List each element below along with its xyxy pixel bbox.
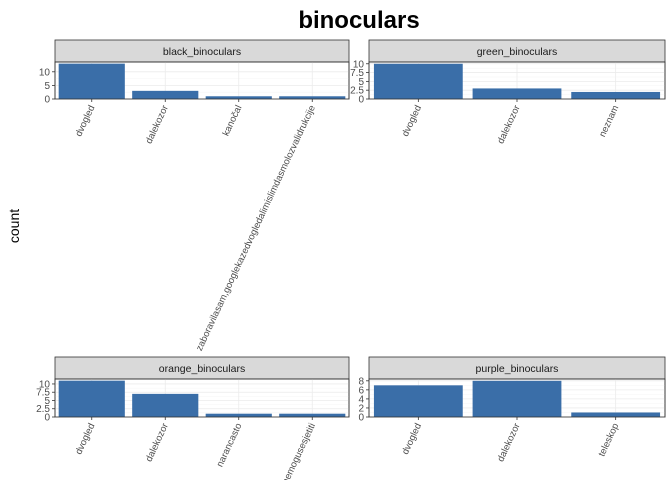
bar-orange-binoculars-dalekozor bbox=[132, 393, 199, 417]
y-tick-label: 5 bbox=[44, 81, 50, 92]
y-tick-label: 5 bbox=[358, 77, 364, 88]
x-tick-label: kanočal bbox=[221, 104, 245, 138]
panel-border bbox=[54, 378, 350, 418]
y-tick-label: 0 bbox=[358, 413, 364, 424]
panel-border bbox=[54, 61, 350, 100]
y-tick-label: 0 bbox=[44, 413, 50, 424]
bar-black-binoculars-dalekozor bbox=[132, 90, 199, 99]
bar-orange-binoculars-narancasto bbox=[205, 413, 272, 417]
bar-black-binoculars-dvogled bbox=[58, 63, 125, 99]
bar-black-binoculars-zaboravilasam-googlekaze bbox=[279, 96, 346, 99]
facet-strip-label: purple_binoculars bbox=[476, 363, 559, 375]
bar-green-binoculars-neznam bbox=[571, 91, 661, 99]
panel-green-binoculars: green_binoculars 02.557.510 dvogled dalekoz… bbox=[350, 39, 666, 146]
y-tick-label: 7.5 bbox=[36, 388, 50, 399]
x-tick-label: dvogled bbox=[400, 104, 424, 139]
x-tick-label: neznam bbox=[597, 104, 621, 139]
bar-orange-binoculars-nemogusesjetiti bbox=[279, 413, 346, 417]
y-tick-label: 7.5 bbox=[350, 68, 364, 79]
x-tick-label: dalekozor bbox=[495, 422, 522, 464]
y-tick-label: 4 bbox=[358, 394, 364, 405]
bar-green-binoculars-dvogled bbox=[373, 63, 463, 99]
facet-strip-label: black_binoculars bbox=[163, 46, 241, 58]
y-tick-label: 0 bbox=[358, 95, 364, 106]
x-tick-label: dvogled bbox=[73, 104, 97, 139]
facet-strip-label: orange_binoculars bbox=[159, 363, 245, 375]
panel-black-binoculars: black_binoculars 0 5 10 dvogled dalekozor kano… bbox=[39, 39, 350, 353]
y-tick-label: 2.5 bbox=[350, 86, 364, 97]
y-tick-label: 10 bbox=[39, 379, 51, 390]
y-tick-label: 0 bbox=[44, 95, 50, 106]
y-tick-label: 5 bbox=[44, 396, 50, 407]
x-tick-label: dalekozor bbox=[144, 104, 171, 146]
x-tick-label: nemogusesjetiti bbox=[280, 422, 318, 480]
bar-purple-binoculars-dvogled bbox=[373, 385, 463, 417]
bar-green-binoculars-dalekozor bbox=[472, 88, 562, 99]
y-tick-label: 2.5 bbox=[36, 404, 50, 415]
y-tick-label: 8 bbox=[358, 376, 364, 387]
chart-title: binoculars bbox=[298, 7, 419, 34]
x-tick-label: zaboravilasam,googlekazedvogledalimislim… bbox=[194, 104, 318, 353]
y-axis-label: count bbox=[6, 209, 22, 243]
x-tick-label: narancasto bbox=[215, 422, 245, 469]
y-tick-label: 6 bbox=[358, 385, 364, 396]
facet-strip-label: green_binoculars bbox=[477, 46, 558, 58]
x-tick-label: teleskop bbox=[596, 422, 621, 459]
bar-orange-binoculars-dvogled bbox=[58, 380, 125, 417]
bar-purple-binoculars-dalekozor bbox=[472, 380, 562, 417]
x-tick-label: dvogled bbox=[73, 422, 97, 457]
x-tick-label: dalekozor bbox=[144, 422, 171, 464]
y-tick-label: 10 bbox=[39, 67, 51, 78]
panel-orange-binoculars: orange_binoculars 02.557.510 dvogled daleko… bbox=[36, 356, 350, 480]
y-tick-label: 10 bbox=[353, 59, 365, 70]
bar-black-binoculars-kano-al bbox=[205, 96, 272, 99]
x-tick-label: dvogled bbox=[400, 422, 424, 457]
y-tick-label: 2 bbox=[358, 403, 364, 414]
x-tick-label: dalekozor bbox=[495, 104, 522, 146]
bar-purple-binoculars-teleskop bbox=[571, 412, 661, 417]
